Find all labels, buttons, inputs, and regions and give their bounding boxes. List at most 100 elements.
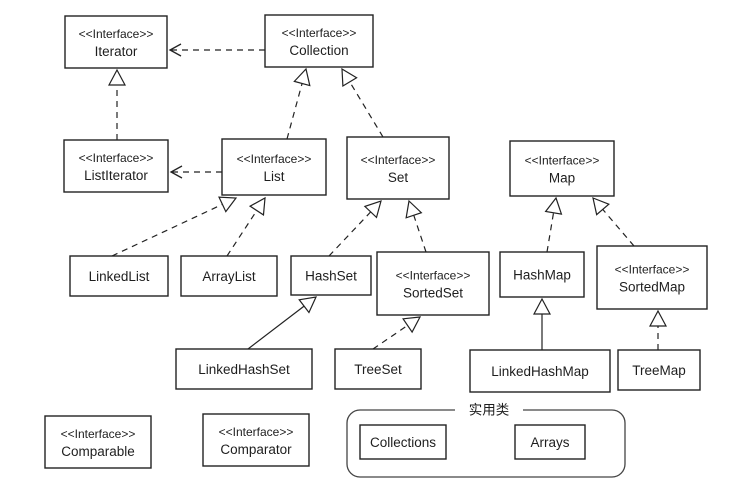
- list-node: <<Interface>> List: [221, 138, 327, 196]
- hashset-to-set-triangle-head: [363, 200, 382, 219]
- linkedlist-to-list-realization: [111, 196, 238, 257]
- linkedhashset-to-hashset-line: [247, 305, 305, 350]
- hashmap-to-map-triangle-head: [544, 196, 563, 215]
- hashmap-to-map-realization: [544, 196, 563, 253]
- treeset-label: TreeSet: [354, 362, 402, 377]
- hashset-to-set-line: [328, 211, 372, 257]
- set-to-collection-line: [349, 81, 384, 138]
- list-label: List: [263, 169, 284, 184]
- treeset-node: TreeSet: [334, 348, 422, 390]
- list-to-collection-triangle-head: [293, 67, 311, 87]
- iterator-label: Iterator: [95, 44, 138, 59]
- comparable-node: <<Interface>> Comparable: [44, 415, 152, 469]
- set-label: Set: [388, 170, 409, 185]
- treeset-box: [334, 348, 422, 390]
- arrays-node: Arrays: [514, 424, 586, 460]
- hashmap-node: HashMap: [499, 251, 585, 298]
- listiterator-to-iterator-triangle-head: [108, 68, 126, 86]
- treemap-to-sortedmap-triangle-head: [649, 309, 667, 327]
- arrays-box: [514, 424, 586, 460]
- list-to-collection-realization: [286, 67, 311, 140]
- linkedlist-label: LinkedList: [89, 269, 150, 284]
- sortedset-stereotype: <<Interface>>: [396, 269, 471, 283]
- listiterator-box: [63, 139, 169, 193]
- collections-node: Collections: [359, 424, 447, 460]
- linkedhashmap-label: LinkedHashMap: [491, 364, 589, 379]
- linkedlist-to-list-triangle-head: [218, 196, 238, 213]
- class-boxes: <<Interface>>Iterator<<Interface>>Collec…: [44, 14, 708, 469]
- set-node: <<Interface>> Set: [346, 136, 450, 200]
- listiterator-node: <<Interface>> ListIterator: [63, 139, 169, 193]
- comparable-stereotype: <<Interface>>: [61, 427, 136, 441]
- sortedset-box: [376, 251, 490, 316]
- sortedmap-to-map-line: [602, 209, 635, 247]
- arraylist-node: ArrayList: [180, 255, 278, 297]
- treemap-to-sortedmap-realization: [649, 309, 667, 350]
- sortedset-to-set-realization: [405, 199, 427, 253]
- list-stereotype: <<Interface>>: [237, 152, 312, 166]
- comparator-label: Comparator: [220, 442, 292, 457]
- set-box: [346, 136, 450, 200]
- collection-label: Collection: [289, 43, 348, 58]
- sortedmap-box: [596, 245, 708, 310]
- linkedhashset-to-hashset-triangle-head: [298, 296, 318, 314]
- sortedmap-label: SortedMap: [619, 280, 685, 295]
- iterator-node: <<Interface>> Iterator: [64, 15, 168, 69]
- set-stereotype: <<Interface>>: [361, 153, 436, 167]
- hashset-node: HashSet: [290, 255, 372, 296]
- linkedhashset-to-hashset-inheritance: [247, 296, 318, 350]
- sortedmap-stereotype: <<Interface>>: [615, 263, 690, 277]
- linkedlist-to-list-line: [111, 203, 223, 257]
- treemap-node: TreeMap: [617, 349, 701, 391]
- arraylist-to-list-triangle-head: [248, 196, 266, 216]
- map-stereotype: <<Interface>>: [525, 154, 600, 168]
- sortedmap-to-map-triangle-head: [592, 197, 610, 216]
- comparable-box: [44, 415, 152, 469]
- treemap-box: [617, 349, 701, 391]
- collection-box: [264, 14, 374, 68]
- map-label: Map: [549, 171, 575, 186]
- set-to-collection-realization: [341, 67, 384, 138]
- iterator-stereotype: <<Interface>>: [79, 27, 154, 41]
- linkedhashset-node: LinkedHashSet: [175, 348, 313, 390]
- listiterator-label: ListIterator: [84, 168, 148, 183]
- sortedset-label: SortedSet: [403, 286, 463, 301]
- comparable-label: Comparable: [61, 444, 135, 459]
- list-to-collection-line: [286, 83, 303, 140]
- linkedhashmap-box: [469, 349, 611, 393]
- relation-lines: [108, 43, 667, 350]
- linkedhashmap-node: LinkedHashMap: [469, 349, 611, 393]
- comparator-box: [202, 413, 310, 467]
- linkedhashset-label: LinkedHashSet: [198, 362, 290, 377]
- treemap-label: TreeMap: [632, 363, 686, 378]
- list-to-listiterator-arrowhead: [169, 165, 183, 179]
- linkedhashmap-to-hashmap-inheritance: [533, 297, 551, 350]
- linkedhashset-box: [175, 348, 313, 390]
- utility-group-label: 实用类: [469, 403, 510, 418]
- treeset-to-sortedset-triangle-head: [402, 316, 422, 334]
- arraylist-to-list-line: [226, 210, 258, 257]
- sortedset-to-set-triangle-head: [405, 199, 423, 219]
- list-to-listiterator-dependency: [169, 165, 222, 179]
- collections-label: Collections: [370, 435, 436, 450]
- sortedmap-to-map-realization: [592, 197, 635, 247]
- collection-node: <<Interface>>Collection: [264, 14, 374, 68]
- treeset-to-sortedset-line: [372, 324, 408, 350]
- list-box: [221, 138, 327, 196]
- arrays-label: Arrays: [530, 435, 569, 450]
- linkedlist-box: [69, 255, 169, 297]
- map-box: [509, 140, 615, 197]
- linkedlist-node: LinkedList: [69, 255, 169, 297]
- set-to-collection-triangle-head: [341, 67, 358, 88]
- comparator-node: <<Interface>>Comparator: [202, 413, 310, 467]
- linkedhashmap-to-hashmap-triangle-head: [533, 297, 551, 315]
- hashmap-box: [499, 251, 585, 298]
- arraylist-box: [180, 255, 278, 297]
- iterator-box: [64, 15, 168, 69]
- sortedset-to-set-line: [413, 215, 427, 253]
- listiterator-stereotype: <<Interface>>: [79, 151, 154, 165]
- treeset-to-sortedset-realization: [372, 316, 422, 350]
- hashset-label: HashSet: [305, 269, 357, 284]
- utility-classes-group: 实用类: [346, 402, 626, 478]
